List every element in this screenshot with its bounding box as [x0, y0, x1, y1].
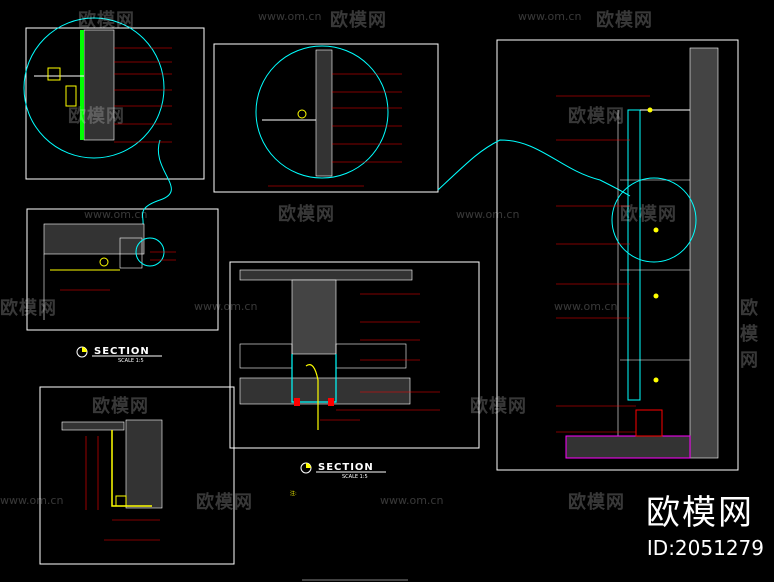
watermark-url: www.om.cn — [258, 10, 322, 23]
section-symbol-2 — [300, 462, 386, 474]
watermark-brand: 欧模网 — [78, 10, 135, 31]
detail-3 — [556, 47, 719, 459]
detail-connector-1 — [139, 139, 172, 231]
detail-frame-3 — [496, 39, 739, 471]
detail-frame-5 — [229, 261, 480, 449]
detail-frame-6 — [39, 386, 235, 565]
detail-1 — [23, 17, 172, 159]
watermark-brand: 欧模网 — [278, 204, 335, 225]
detail-6 — [61, 419, 163, 541]
watermark-brand: 欧模网 — [596, 10, 653, 31]
detail-circle-3 — [611, 177, 697, 263]
watermark-url: www.om.cn — [194, 300, 258, 313]
detail-frame-4 — [26, 208, 219, 331]
model-id: ID:2051279 — [646, 536, 764, 560]
watermark-url: www.om.cn — [0, 494, 64, 507]
detail-5 — [239, 269, 440, 430]
detail-2 — [255, 45, 402, 187]
detail-circle-2 — [255, 45, 389, 179]
brand-watermark-large: 欧模网 — [646, 493, 754, 533]
section-scale-2: SCALE 1:5 — [342, 474, 368, 480]
watermark-brand: 欧模网 — [470, 396, 527, 417]
watermark-url: www.om.cn — [554, 300, 618, 313]
watermark-brand: 欧模网 — [92, 396, 149, 417]
watermark-brand: 欧模网 — [330, 10, 387, 31]
watermark-url: www.om.cn — [84, 208, 148, 221]
watermark-brand: 欧模网 — [568, 492, 625, 513]
section-symbol-1 — [76, 346, 162, 358]
watermark-brand: 欧模网 — [568, 106, 625, 127]
watermark-url: www.om.cn — [518, 10, 582, 23]
watermark-brand: 欧模网 — [0, 298, 57, 319]
section-title-1: SECTION — [94, 346, 150, 357]
detail-frame-2 — [213, 43, 439, 193]
watermark-brand: 欧模网 — [68, 106, 125, 127]
watermark-url: www.om.cn — [456, 208, 520, 221]
watermark-brand: 欧模网 — [620, 204, 677, 225]
watermark-url: www.om.cn — [380, 494, 444, 507]
detail-circle-1 — [23, 17, 165, 159]
detail-4 — [43, 223, 176, 320]
section-scale-1: SCALE 1:5 — [118, 358, 144, 364]
detail-connector-2 — [437, 139, 631, 197]
watermark-brand: 欧模网 — [196, 492, 253, 513]
watermark-brand: 欧模网 — [740, 298, 759, 371]
section-title-2: SECTION — [318, 462, 374, 473]
notes-header: 注: — [290, 491, 297, 497]
